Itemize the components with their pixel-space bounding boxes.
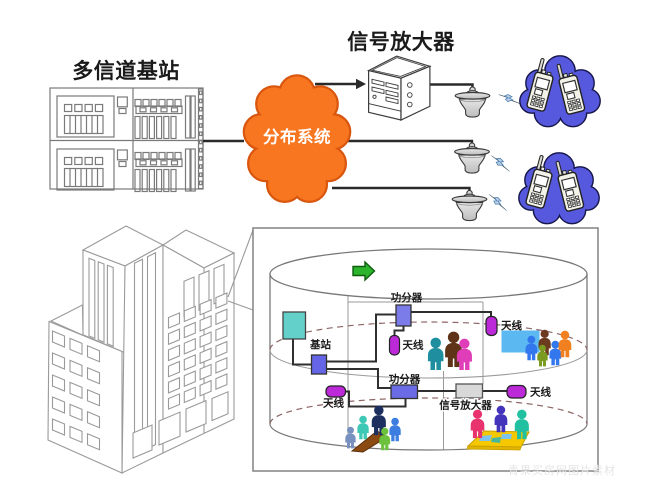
svg-text:信号放大器: 信号放大器 bbox=[347, 30, 455, 54]
svg-text:青果买房网图片素材: 青果买房网图片素材 bbox=[508, 463, 616, 477]
svg-text:天线: 天线 bbox=[403, 339, 424, 352]
svg-text:基站: 基站 bbox=[309, 338, 331, 351]
svg-text:多信道基站: 多信道基站 bbox=[72, 59, 180, 83]
svg-text:天线: 天线 bbox=[501, 319, 522, 332]
svg-text:功分器: 功分器 bbox=[389, 373, 421, 386]
svg-text:信号放大器: 信号放大器 bbox=[439, 399, 492, 412]
svg-text:分布系统: 分布系统 bbox=[263, 127, 331, 147]
svg-text:天线: 天线 bbox=[530, 386, 551, 399]
svg-text:功分器: 功分器 bbox=[391, 291, 423, 304]
svg-text:天线: 天线 bbox=[323, 397, 344, 410]
